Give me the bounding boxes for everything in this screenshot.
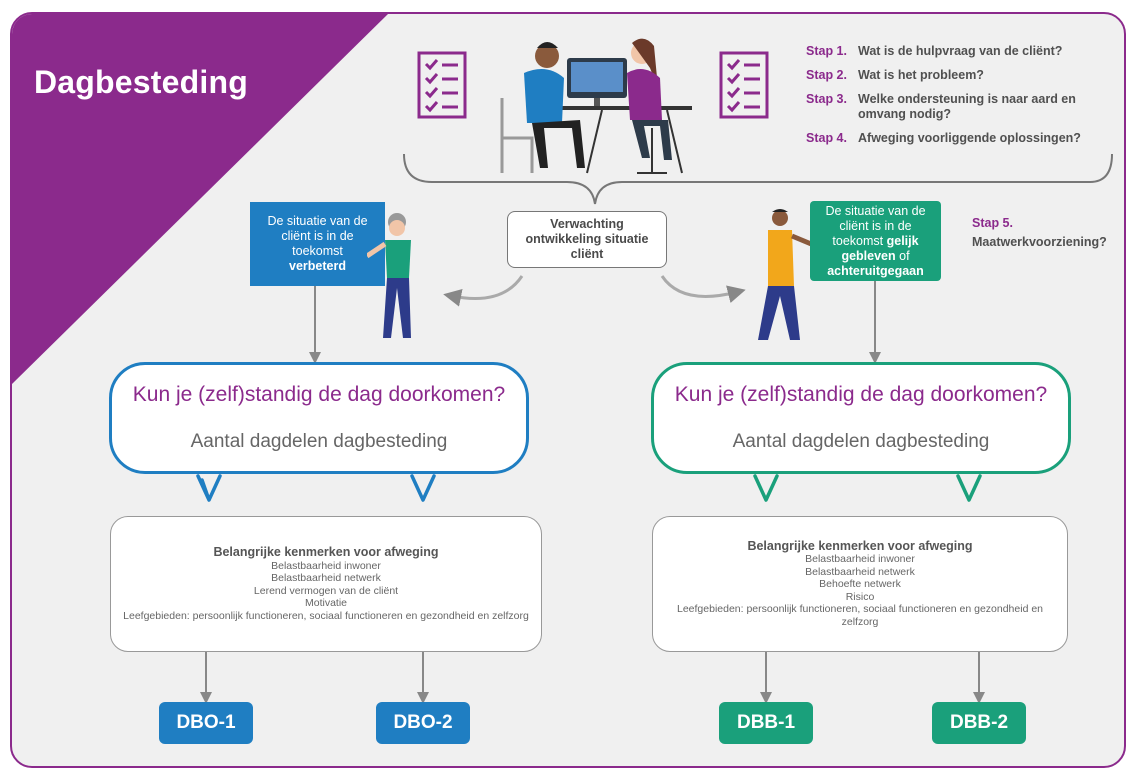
situation-keyword: verbeterd	[289, 259, 346, 273]
step-3: Stap 3. Welke ondersteuning is naar aard…	[806, 92, 1106, 122]
question-subtitle: Aantal dagdelen dagbesteding	[190, 431, 448, 452]
curve-arrow-right	[660, 275, 746, 303]
situation-line: cliënt is in de	[839, 218, 912, 233]
criteria-item: Belastbaarheid inwoner	[271, 559, 381, 572]
criteria-box-left: Belangrijke kenmerken voor afweging Bela…	[110, 516, 542, 652]
step-text: Welke ondersteuning is naar aard en omva…	[858, 92, 1076, 121]
step-5: Stap 5. Maatwerkvoorziening?	[972, 214, 1107, 252]
criteria-item: Risico	[845, 590, 875, 603]
curly-brace	[403, 153, 1113, 205]
v-arrow	[956, 474, 982, 502]
criteria-item: Belastbaarheid netwerk	[805, 565, 915, 578]
situation-same-box: De situatie van de cliënt is in de toeko…	[810, 201, 941, 281]
question-subtitle: Aantal dagdelen dagbesteding	[732, 431, 990, 452]
step-1: Stap 1. Wat is de hulpvraag van de cliën…	[806, 44, 1106, 59]
situation-line: cliënt is in de	[281, 229, 354, 243]
v-arrow	[753, 474, 779, 502]
question-title: Kun je (zelf)standig de dag doorkomen?	[132, 383, 506, 406]
situation-keyword: gelijk	[886, 233, 919, 248]
v-arrow	[196, 474, 222, 502]
criteria-item: Belastbaarheid inwoner	[805, 553, 915, 566]
diagram-canvas: Dagbesteding	[10, 12, 1126, 768]
situation-line: De situatie van de	[825, 203, 926, 218]
criteria-item: Leefgebieden: persoonlijk functioneren, …	[123, 609, 529, 622]
v-arrow	[410, 474, 436, 502]
situation-improved-box: De situatie van de cliënt is in de toeko…	[250, 202, 385, 286]
situation-line: of	[895, 248, 910, 263]
question-bubble-right: Kun je (zelf)standig de dag doorkomen? A…	[651, 362, 1071, 474]
step-number: Stap 1.	[806, 44, 847, 58]
outcome-dbo-2: DBO-2	[376, 702, 470, 744]
step-number: Stap 2.	[806, 68, 847, 82]
question-title: Kun je (zelf)standig de dag doorkomen?	[674, 383, 1048, 406]
expectation-box: Verwachting ontwikkeling situatie cliënt	[507, 211, 667, 268]
step-number: Stap 3.	[806, 92, 847, 106]
situation-line: De situatie van de	[267, 214, 368, 228]
expectation-line: cliënt	[570, 247, 604, 261]
situation-keyword: achteruitgegaan	[827, 263, 924, 278]
page-title: Dagbesteding	[34, 64, 248, 100]
criteria-item: Behoefte netwerk	[819, 578, 901, 591]
expectation-line: ontwikkeling situatie	[525, 232, 649, 246]
man-illustration	[758, 209, 817, 340]
question-bubble-left: Kun je (zelf)standig de dag doorkomen? A…	[109, 362, 529, 474]
checklist-icon	[417, 51, 467, 119]
step-number: Stap 4.	[806, 131, 847, 145]
step-text: Wat is het probleem?	[858, 68, 984, 82]
criteria-heading: Belangrijke kenmerken voor afweging	[213, 545, 439, 559]
purple-corner-triangle	[12, 14, 388, 384]
outcome-dbb-2: DBB-2	[932, 702, 1026, 744]
step-text: Maatwerkvoorziening?	[972, 235, 1107, 249]
situation-line: toekomst	[832, 233, 887, 248]
checklist-icon	[719, 51, 769, 119]
criteria-box-right: Belangrijke kenmerken voor afweging Bela…	[652, 516, 1068, 652]
woman-illustration	[367, 213, 411, 338]
outcome-dbo-1: DBO-1	[159, 702, 253, 744]
step-number: Stap 5.	[972, 216, 1013, 230]
outcome-dbb-1: DBB-1	[719, 702, 813, 744]
criteria-heading: Belangrijke kenmerken voor afweging	[747, 538, 973, 553]
step-text: Afweging voorliggende oplossingen?	[858, 131, 1081, 145]
curve-arrow-left	[443, 275, 524, 307]
step-2: Stap 2. Wat is het probleem?	[806, 68, 1106, 83]
situation-keyword: gebleven	[841, 248, 896, 263]
criteria-item: Belastbaarheid netwerk	[271, 572, 381, 584]
criteria-item: Lerend vermogen van de cliënt	[253, 584, 399, 597]
criteria-item: Leefgebieden: persoonlijk functioneren, …	[676, 603, 1044, 628]
step-4: Stap 4. Afweging voorliggende oplossinge…	[806, 131, 1106, 146]
situation-line: toekomst	[292, 244, 343, 258]
meeting-illustration	[500, 38, 692, 174]
step-text: Wat is de hulpvraag van de cliënt?	[858, 44, 1063, 58]
criteria-item: Motivatie	[304, 597, 347, 609]
expectation-line: Verwachting	[550, 217, 624, 231]
steps-list: Stap 1. Wat is de hulpvraag van de cliën…	[806, 44, 1106, 155]
